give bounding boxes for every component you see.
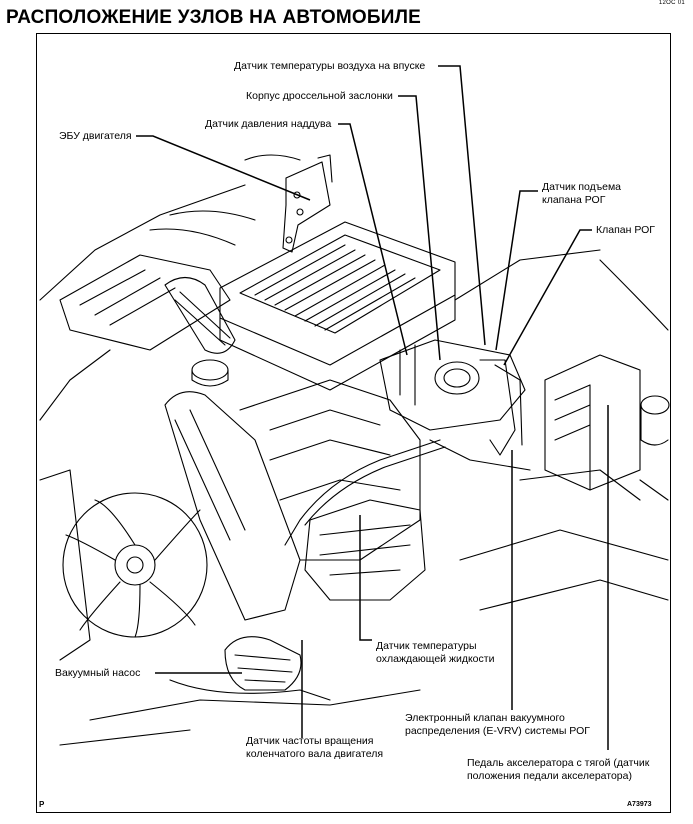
label-throttle-body: Корпус дроссельной заслонки xyxy=(246,90,393,102)
label-egr-valve: Клапан РОГ xyxy=(596,224,655,236)
label-intake-air-temp-sensor: Датчик температуры воздуха на впуске xyxy=(234,60,426,72)
label-crank-speed-sensor-line2: коленчатого вала двигателя xyxy=(246,747,384,760)
label-egr-lift-sensor: Датчик подъема клапана РОГ xyxy=(542,181,621,206)
label-evrv-valve: Электронный клапан вакуумного распределе… xyxy=(405,712,590,737)
label-accel-pedal: Педаль акселератора с тягой (датчик поло… xyxy=(467,757,649,782)
leader-intake-air-temp xyxy=(438,65,486,346)
label-evrv-valve-line2: распределения (E-VRV) системы РОГ xyxy=(405,724,590,737)
label-accel-pedal-line2: положения педали акселератора) xyxy=(467,769,632,782)
label-vacuum-pump: Вакуумный насос xyxy=(55,667,141,679)
throttle-body xyxy=(434,361,480,395)
leader-throttle-body xyxy=(398,95,441,361)
leader-coolant-temp xyxy=(359,515,372,641)
label-coolant-temp-sensor-line2: охлаждающей жидкости xyxy=(376,652,495,665)
leader-egr-lift xyxy=(495,190,538,351)
timing-belt-cover xyxy=(164,391,301,621)
label-egr-lift-sensor-line2: клапана РОГ xyxy=(542,193,606,206)
label-crank-speed-sensor-line1: Датчик частоты вращения xyxy=(246,735,374,747)
label-egr-lift-sensor-line1: Датчик подъема xyxy=(542,181,622,193)
leader-engine-ecu xyxy=(136,135,311,201)
figure-id: A73973 xyxy=(627,801,652,808)
label-engine-ecu: ЭБУ двигателя xyxy=(59,130,132,142)
footer-left-mark: P xyxy=(39,800,45,809)
engine-ecu-bracket xyxy=(282,161,331,253)
label-coolant-temp-sensor: Датчик температуры охлаждающей жидкости xyxy=(376,640,494,665)
illustration-frame xyxy=(36,33,671,813)
cooling-fan xyxy=(62,492,208,638)
label-coolant-temp-sensor-line1: Датчик температуры xyxy=(376,640,477,652)
label-evrv-valve-line1: Электронный клапан вакуумного xyxy=(405,712,565,724)
leader-egr-valve xyxy=(503,229,592,366)
label-crank-speed-sensor: Датчик частоты вращения коленчатого вала… xyxy=(246,735,383,760)
label-boost-pressure-sensor: Датчик давления наддува xyxy=(205,118,332,130)
air-cleaner-box xyxy=(219,221,456,366)
page-code: 12OC 01 xyxy=(658,0,685,6)
vacuum-pump xyxy=(224,636,302,691)
label-accel-pedal-line1: Педаль акселератора с тягой (датчик xyxy=(467,757,650,769)
leader-boost-pressure xyxy=(338,123,408,356)
page-title: РАСПОЛОЖЕНИЕ УЗЛОВ НА АВТОМОБИЛЕ xyxy=(6,7,422,28)
